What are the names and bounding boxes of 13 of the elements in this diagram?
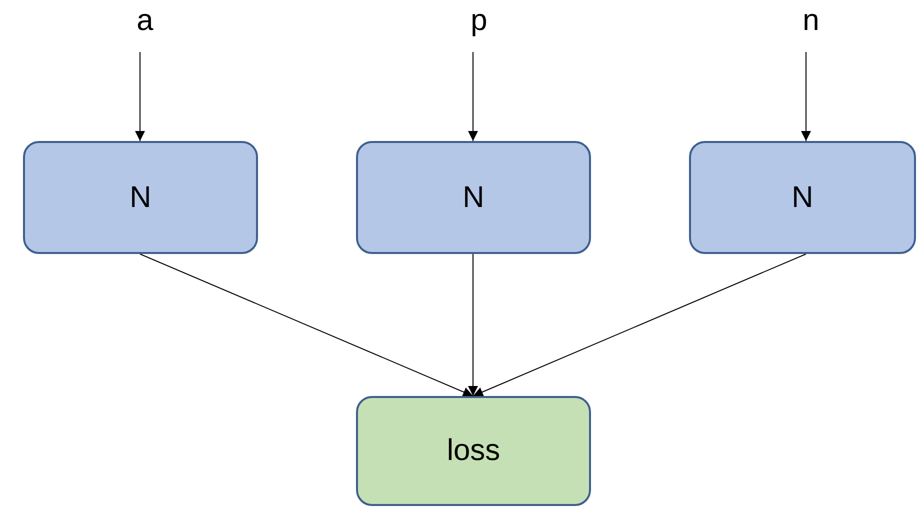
arrow bbox=[468, 254, 478, 396]
process-box: N bbox=[689, 141, 916, 254]
arrow bbox=[472, 254, 806, 397]
arrow bbox=[801, 52, 811, 142]
input-label: n bbox=[794, 2, 828, 40]
input-label: p bbox=[462, 2, 496, 40]
input-label: a bbox=[128, 2, 162, 40]
arrow bbox=[468, 52, 478, 142]
arrow bbox=[135, 52, 145, 142]
arrow bbox=[140, 254, 474, 397]
process-box: N bbox=[23, 141, 258, 254]
loss-box: loss bbox=[356, 396, 591, 506]
process-box: N bbox=[356, 141, 591, 254]
